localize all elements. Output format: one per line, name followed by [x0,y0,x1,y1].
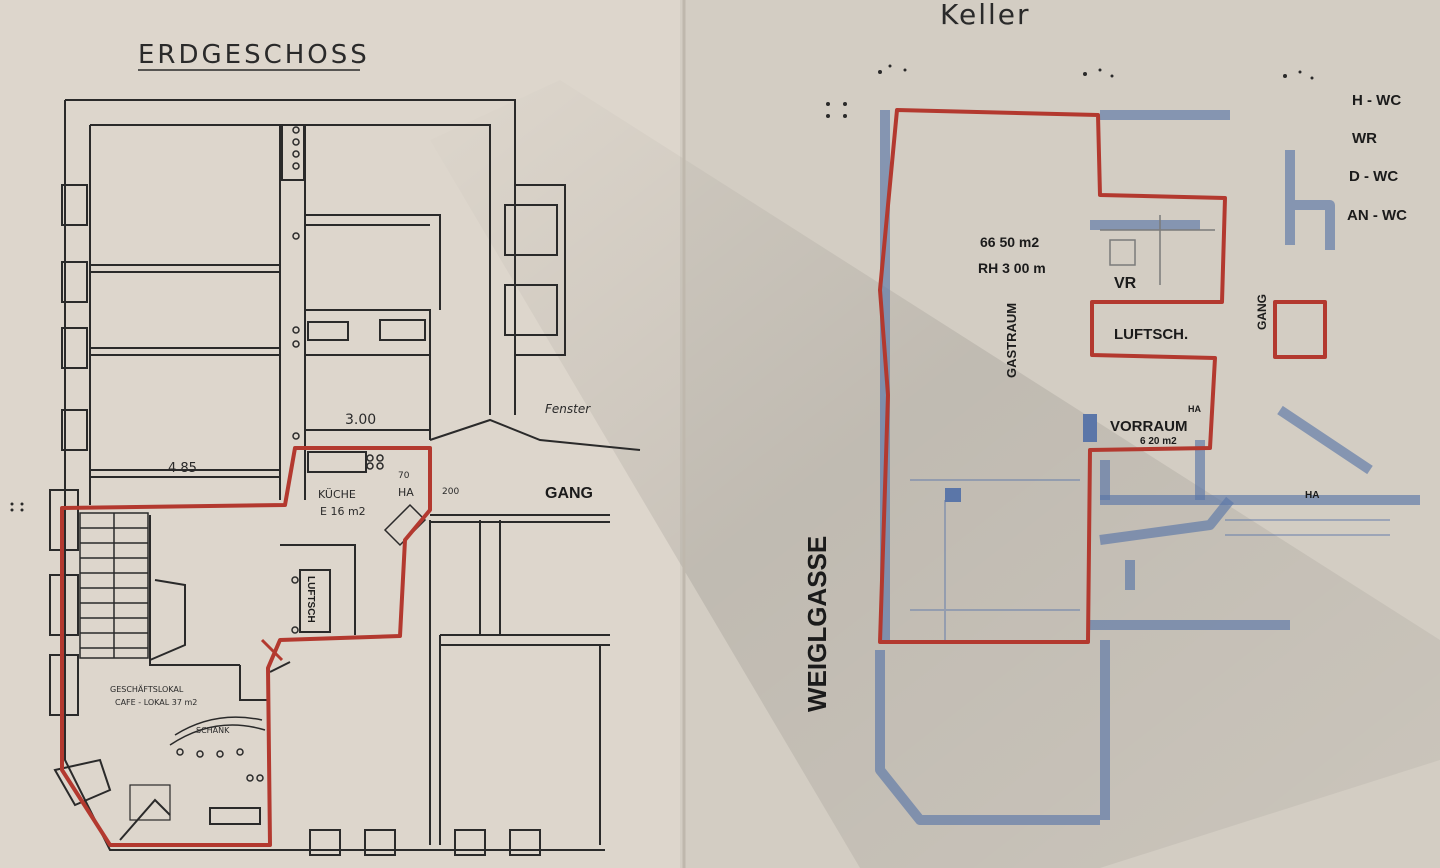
legend: H - WC WR D - WC AN - WC [1347,92,1407,224]
kitchen-label: KÜCHE [318,488,356,501]
kitchen-area: E 16 m2 [320,505,366,518]
survey-marks [10,64,1314,512]
basement-corridor-label: GANG [1255,294,1269,330]
dimension-width-b: 3.00 [345,412,376,428]
basement-blueprint [875,110,1420,825]
basement-inner-lines [1100,215,1215,285]
outline-notch [260,638,284,662]
basement-room-height: RH 3 00 m [978,260,1046,276]
cafe-label: CAFE - LOKAL 37 m2 [115,698,197,707]
ha-label: HA [398,486,414,499]
staircase [79,512,149,659]
basement-ha-label: HA [1188,404,1201,414]
shop-label: GESCHÄFTSLOKAL [110,684,184,694]
basement-thin-lines [910,479,1390,640]
outer-wall-left [64,100,605,851]
basement-ha-label-2: HA [1305,490,1319,501]
window-note: Fenster [545,402,591,416]
ground-floor-title: ERDGESCHOSS [138,40,370,70]
ground-corridor-label: GANG [545,485,593,502]
basement-title: Keller [940,0,1031,31]
legend-item-wr: WR [1352,130,1377,147]
fixture-dots [176,126,384,782]
legend-item-an-wc: AN - WC [1347,207,1407,224]
ground-floor-plan [49,99,641,856]
legend-item-h-wc: H - WC [1352,92,1401,109]
street-name-label: WEIGLGASSE [802,536,832,712]
ground-shaft-label: LUFTSCH [305,576,316,623]
dimension-width-a: 4 85 [168,461,197,476]
vr-label: VR [1114,275,1137,292]
basement-area: 66 50 m2 [980,234,1039,250]
counter-label: SCHANK [196,726,230,735]
ground-floor-rental-outline [60,446,432,847]
door-size-a: 70 [398,471,410,481]
vorraum-label: VORRAUM [1110,418,1188,435]
basement-rental-outline [878,108,1327,644]
door-size-b: 200 [442,487,459,497]
basement-shaft-label: LUFTSCH. [1114,326,1188,343]
gastraum-label: GASTRAUM [1004,303,1019,378]
legend-item-d-wc: D - WC [1349,168,1398,185]
vorraum-area: 6 20 m2 [1140,436,1177,447]
